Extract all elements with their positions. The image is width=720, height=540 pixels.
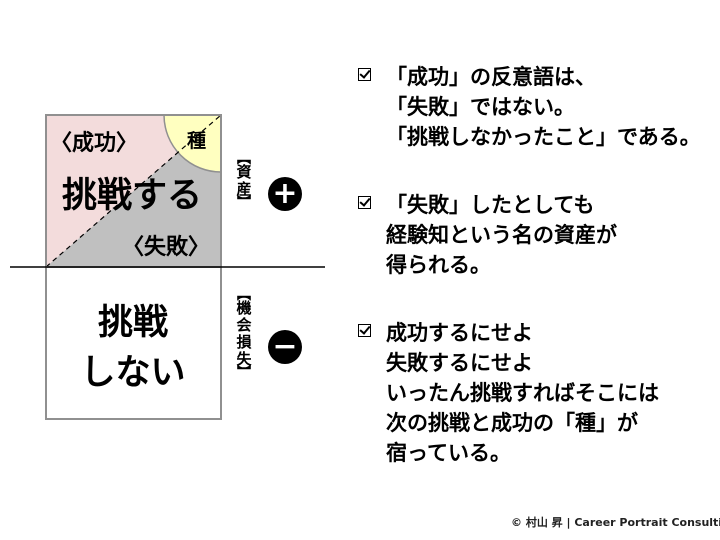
plus-icon: + <box>268 177 302 211</box>
asset-char-2: 産 <box>236 180 252 198</box>
point-3: 成功するにせよ 失敗するにせよ いったん挑戦すればそこには 次の挑戦と成功の「種… <box>358 318 659 468</box>
opportunity-loss-label: ︻ 機 会 損 失 ︼ <box>233 287 255 381</box>
point-1-line-3: 「挑戦しなかったこと」である。 <box>386 125 701 149</box>
try-label: 挑戦する <box>62 176 202 216</box>
point-1: 「成功」の反意語は、 「失敗」ではない。 「挑戦しなかったこと」である。 <box>358 62 701 152</box>
point-3-line-1: 成功するにせよ <box>386 321 533 345</box>
point-1-line-1: 「成功」の反意語は、 <box>386 65 596 89</box>
no-try-label-line1: 挑戦 <box>98 303 168 343</box>
no-try-box <box>45 266 222 420</box>
point-3-line-2: 失敗するにせよ <box>386 351 533 375</box>
checkbox-icon <box>358 324 371 337</box>
bracket-open: ︻ <box>237 287 251 303</box>
seed-label: 種 <box>187 130 206 152</box>
point-3-line-5: 宿っている。 <box>386 441 511 465</box>
seed-area <box>163 114 222 173</box>
no-try-label-line2: しない <box>80 353 185 393</box>
loss-char-1: 機 <box>236 299 252 317</box>
point-2-line-2: 経験知という名の資産が <box>386 223 617 247</box>
point-2-line-1: 「失敗」したとしても <box>386 193 595 217</box>
asset-char-1: 資 <box>236 163 252 181</box>
point-3-line-3: いったん挑戦すればそこには <box>386 381 659 405</box>
loss-char-3: 損 <box>236 333 252 351</box>
point-2-line-3: 得られる。 <box>386 253 491 277</box>
checkbox-icon <box>358 68 371 81</box>
loss-char-2: 会 <box>236 316 252 334</box>
failure-label: 〈失敗〉 <box>122 235 210 260</box>
point-2: 「失敗」したとしても 経験知という名の資産が 得られる。 <box>358 190 617 280</box>
asset-label: ︻ 資 産 ︼ <box>233 151 255 211</box>
loss-char-4: 失 <box>236 350 252 368</box>
bracket-close: ︼ <box>237 195 251 211</box>
point-1-line-2: 「失敗」ではない。 <box>386 95 575 119</box>
success-label: 〈成功〉 <box>50 131 138 156</box>
diagonal-divider <box>45 114 222 268</box>
bracket-close: ︼ <box>237 365 251 381</box>
point-3-line-4: 次の挑戦と成功の「種」が <box>386 411 638 435</box>
checkbox-icon <box>358 196 371 209</box>
minus-icon: − <box>268 330 302 364</box>
bracket-open: ︻ <box>237 151 251 167</box>
copyright: © 村山 昇 | Career Portrait Consulting <box>511 516 720 529</box>
